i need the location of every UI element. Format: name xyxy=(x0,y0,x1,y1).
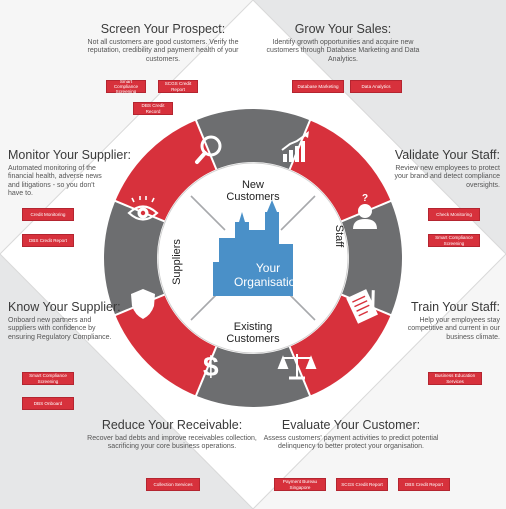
ring-sector-chart xyxy=(289,119,392,222)
section-text: Automated monitoring of the financial he… xyxy=(8,165,102,197)
ring-label-left: Suppliers xyxy=(171,239,183,285)
section-text: Identify growth opportunities and acquir… xyxy=(266,39,420,63)
section-title: Know Your Supplier: xyxy=(8,300,121,314)
section-title: Evaluate Your Customer: xyxy=(281,418,421,432)
section-text: Onboard new partners and suppliers with … xyxy=(8,317,112,341)
ring-sector-shield xyxy=(102,200,165,316)
bar-chart-icon xyxy=(281,131,309,162)
ring-label-right: Staff xyxy=(333,225,345,248)
city-building-icon xyxy=(213,200,293,296)
certificate-icon xyxy=(346,289,378,324)
section-validate-staff: Validate Your Staff: Review new employee… xyxy=(386,148,500,190)
btn-scgs-credit-report-evaluate[interactable]: SCGS Credit Report xyxy=(336,478,388,491)
btn-payment-bureau-singapore[interactable]: Payment Bureau Singapore xyxy=(274,478,326,491)
section-title: Validate Your Staff: xyxy=(394,148,500,162)
btn-data-analytics[interactable]: Data Analytics xyxy=(350,80,402,93)
section-grow-sales: Grow Your Sales: Identify growth opportu… xyxy=(256,22,430,64)
section-text: Help your employees stay competitive and… xyxy=(407,317,500,341)
section-title: Train Your Staff: xyxy=(411,300,500,314)
btn-smart-compliance-screening-staff[interactable]: Smart Compliance Screening xyxy=(428,234,480,247)
section-screen-prospect: Screen Your Prospect: Not all customers … xyxy=(72,22,254,64)
ring-sector-magnifier xyxy=(195,107,311,170)
btn-dbs-credit-report-evaluate[interactable]: DBS Credit Report xyxy=(398,478,450,491)
btn-credit-monitoring[interactable]: Credit Monitoring xyxy=(22,208,74,221)
eye-icon xyxy=(127,196,159,221)
btn-check-monitoring[interactable]: Check Monitoring xyxy=(428,208,480,221)
scales-icon xyxy=(277,354,317,380)
section-text: Recover bad debts and improve receivable… xyxy=(87,435,257,451)
section-text: Assess customers' payment activities to … xyxy=(263,435,439,451)
ring-sector-dollar xyxy=(114,294,217,397)
btn-scgs-credit-report[interactable]: SCGS Credit Report xyxy=(158,80,198,93)
btn-database-marketing[interactable]: Database Marketing xyxy=(292,80,344,93)
section-evaluate-customer: Evaluate Your Customer: Assess customers… xyxy=(262,418,440,452)
svg-text:$: $ xyxy=(203,351,219,382)
section-text: Not all customers are good customers. Ve… xyxy=(87,39,239,63)
section-title: Grow Your Sales: xyxy=(294,22,392,36)
section-title: Reduce Your Receivable: xyxy=(101,418,243,432)
section-reduce-receivable: Reduce Your Receivable: Recover bad debt… xyxy=(84,418,260,452)
btn-collection-services[interactable]: Collection Services xyxy=(146,478,200,491)
ring-sector-eye xyxy=(114,119,217,222)
section-title: Screen Your Prospect: xyxy=(100,22,226,36)
btn-smart-compliance-screening[interactable]: Smart Compliance Screening xyxy=(106,79,146,94)
ring: ? $ xyxy=(102,107,404,409)
section-title: Monitor Your Supplier: xyxy=(8,148,131,162)
section-monitor-supplier: Monitor Your Supplier: Automated monitor… xyxy=(8,148,131,198)
btn-dbs-credit-report-monitor[interactable]: DBS Credit Report xyxy=(22,234,74,247)
ring-sector-person xyxy=(341,200,404,316)
section-train-staff: Train Your Staff: Help your employees st… xyxy=(386,300,500,342)
btn-dbs-onboard[interactable]: DBS Onboard xyxy=(22,397,74,410)
person-question-icon: ? xyxy=(353,193,377,229)
btn-smart-compliance-screening-supplier[interactable]: Smart Compliance Screening xyxy=(22,372,74,385)
magnifier-icon xyxy=(195,135,222,164)
section-know-supplier: Know Your Supplier: Onboard new partners… xyxy=(8,300,121,342)
btn-dbs-credit-record[interactable]: DBS Credit Record xyxy=(133,102,173,115)
dollar-icon: $ xyxy=(203,351,219,382)
svg-text:?: ? xyxy=(362,193,368,204)
ring-sector-certificate xyxy=(289,294,392,397)
btn-business-education-services[interactable]: Business Education Services xyxy=(428,372,482,385)
section-text: Review new employees to protect your bra… xyxy=(394,165,500,189)
shield-icon xyxy=(131,289,155,319)
